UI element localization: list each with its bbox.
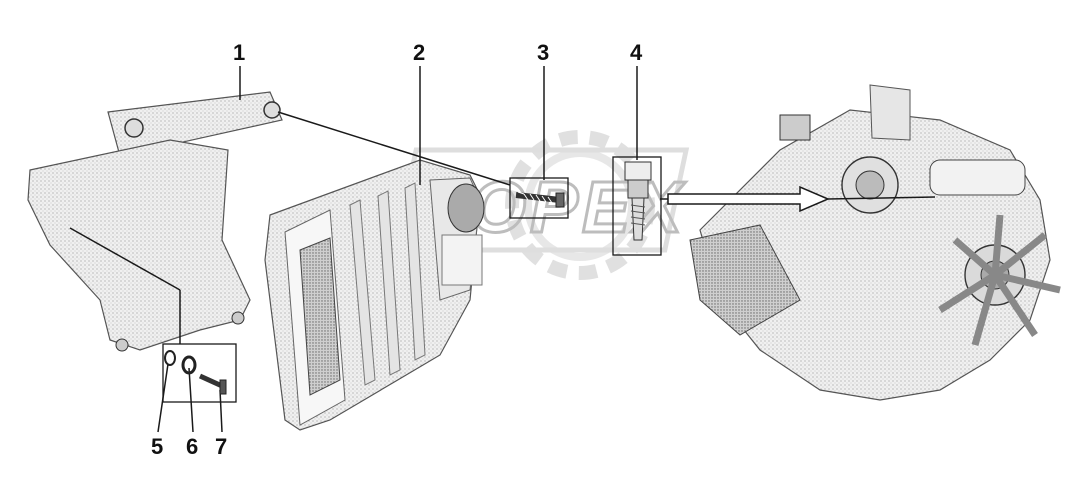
callout-6: 6 (186, 434, 199, 459)
sensor-part-4 (624, 161, 652, 241)
callout-1: 1 (233, 40, 246, 65)
callout-2: 2 (413, 40, 426, 65)
fasteners-parts-5-7 (164, 350, 227, 395)
callout-7: 7 (215, 434, 228, 459)
bolt-part-3 (515, 191, 565, 208)
arrow-to-engine (660, 185, 936, 213)
callout-5: 5 (151, 434, 164, 459)
ecu-module (264, 159, 485, 431)
callout-4: 4 (630, 40, 643, 65)
watermark-text: OPEX (470, 168, 686, 248)
box-parts-5-7 (162, 343, 237, 403)
engine-assembly (689, 84, 1061, 401)
box-part-3 (509, 177, 569, 219)
bracket-assembly (27, 91, 283, 352)
callout-3: 3 (537, 40, 550, 65)
box-part-4 (612, 156, 662, 256)
